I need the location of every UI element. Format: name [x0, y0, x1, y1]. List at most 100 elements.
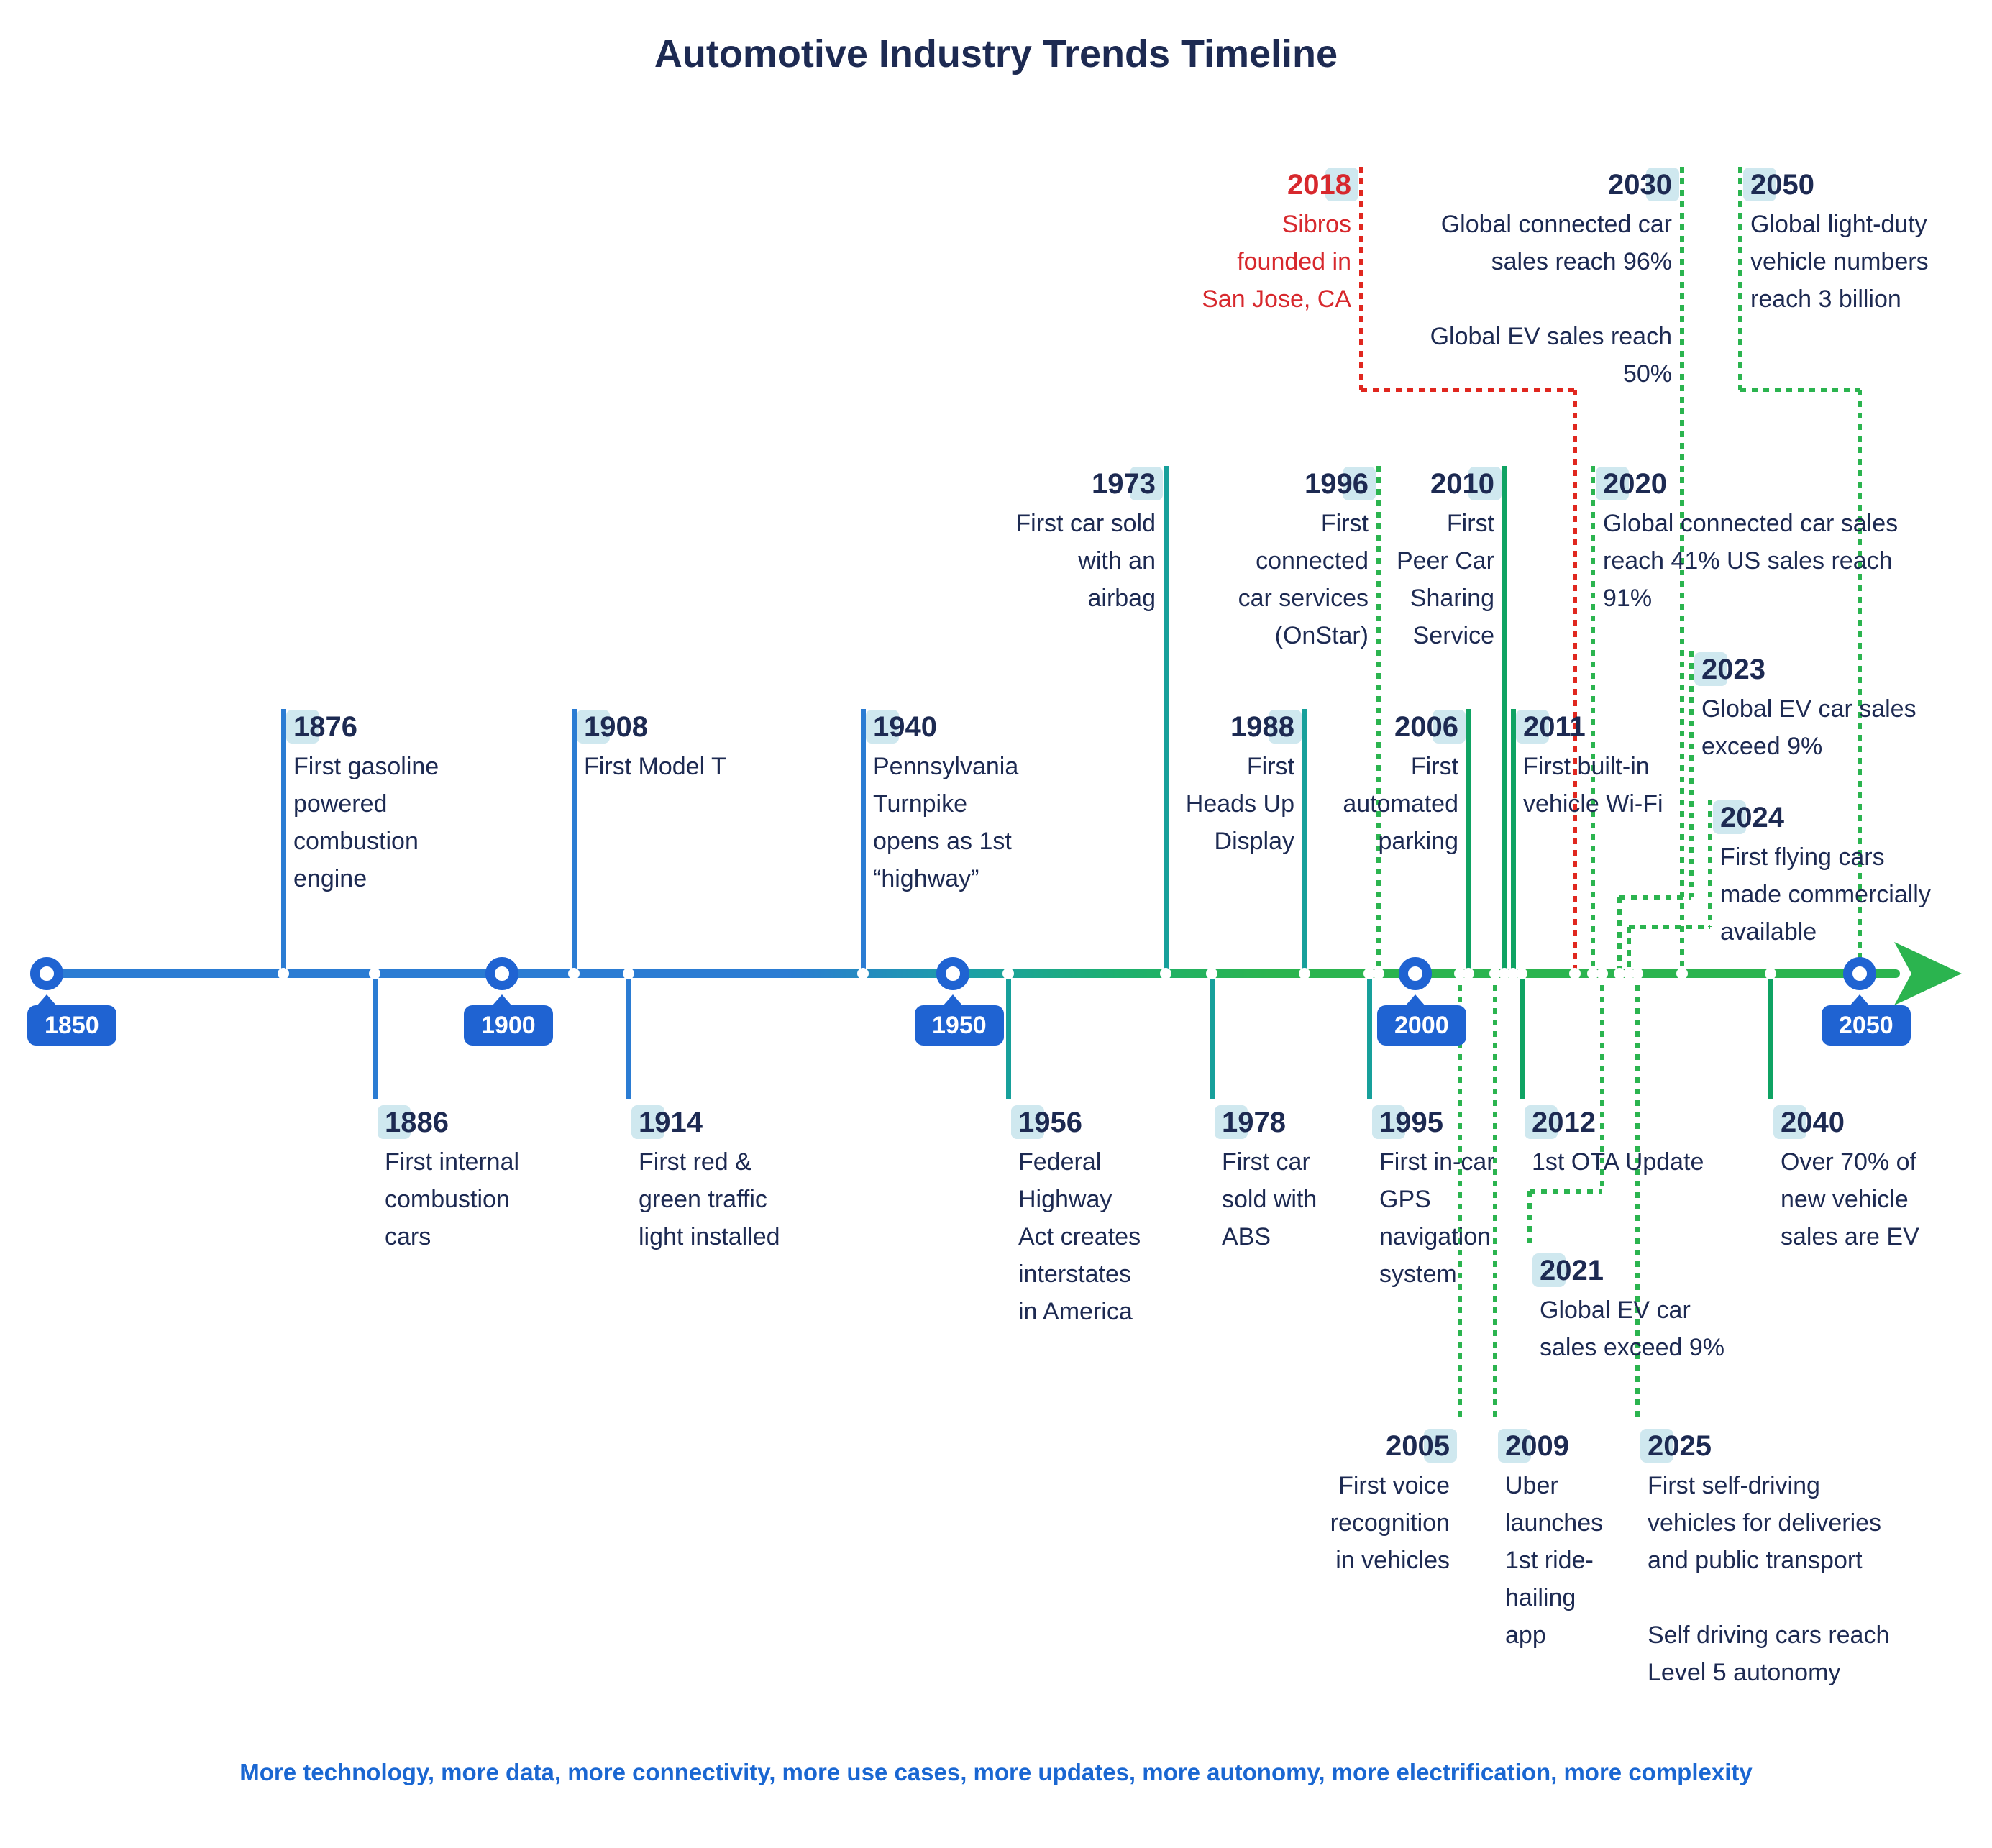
- event-text-line: Sharing: [1410, 585, 1494, 612]
- connector-2050: [1858, 390, 1862, 958]
- connector-2021: [1527, 1191, 1532, 1247]
- event-year-label: 2005: [1386, 1430, 1450, 1462]
- timeline-marker-badge-1850: 1850: [27, 994, 116, 1046]
- year-highlight-chip: [1424, 1429, 1457, 1463]
- event-text-line: Global connected car: [1440, 211, 1672, 238]
- year-highlight-chip: [1433, 710, 1466, 744]
- event-year: 2010: [1430, 466, 1502, 502]
- event-year: 1940: [866, 709, 937, 745]
- connector-2006: [1466, 709, 1471, 974]
- event-year: 2024: [1713, 800, 1784, 836]
- year-highlight-chip: [1773, 1105, 1806, 1139]
- event-year: 2012: [1525, 1104, 1596, 1140]
- event-text-line: reach 41% US sales reach: [1603, 547, 1893, 575]
- event-year-label: 2018: [1287, 169, 1351, 201]
- timeline-marker-ring-2000: [1399, 957, 1432, 990]
- event-text-line: GPS: [1379, 1186, 1431, 1213]
- connector-2023: [1619, 895, 1691, 900]
- event-year-label: 2006: [1394, 711, 1458, 743]
- year-highlight-chip: [866, 710, 899, 744]
- event-year-label: 1956: [1018, 1107, 1082, 1138]
- event-text-line: San Jose, CA: [1202, 285, 1351, 313]
- connector-1886: [373, 974, 378, 1099]
- timeline-marker-ring-1850: [30, 957, 63, 990]
- event-year-label: 1908: [584, 711, 648, 743]
- event-year: 1973: [1092, 466, 1163, 502]
- event-text-line: Global EV sales reach: [1430, 323, 1672, 350]
- event-text-line: Self driving cars reach: [1648, 1621, 1890, 1649]
- timeline-marker-label: 1900: [481, 1012, 536, 1039]
- event-text-line: cars: [385, 1223, 431, 1250]
- event-text-line: Heads Up: [1185, 790, 1294, 818]
- connector-1914: [626, 974, 631, 1099]
- year-highlight-chip: [378, 1105, 411, 1139]
- event-year-label: 1978: [1222, 1107, 1286, 1138]
- connector-1940: [861, 709, 866, 974]
- timeline-arrow-icon: [1894, 942, 1966, 1009]
- event-year: 2006: [1394, 709, 1466, 745]
- event-year-label: 2009: [1505, 1430, 1569, 1462]
- event-text-line: First car: [1222, 1148, 1310, 1176]
- timeline-marker-ring-1900: [485, 957, 518, 990]
- connector-2011: [1511, 709, 1516, 974]
- event-year-label: 1988: [1230, 711, 1294, 743]
- event-text-line: First voice: [1338, 1472, 1450, 1499]
- event-text-line: launches: [1505, 1509, 1604, 1537]
- timeline-junction-dot: [857, 968, 869, 979]
- connector-2024: [1708, 800, 1712, 927]
- year-highlight-chip: [1640, 1429, 1673, 1463]
- event-year-label: 2025: [1648, 1430, 1712, 1462]
- connector-2021: [1530, 1189, 1602, 1194]
- event-text-line: app: [1505, 1621, 1546, 1649]
- event-year-label: 1996: [1305, 468, 1369, 500]
- event-year: 2011: [1516, 709, 1586, 745]
- timeline-marker-label: 2050: [1839, 1012, 1893, 1039]
- event-text-line: Global EV car: [1540, 1296, 1691, 1324]
- event-text-line: ABS: [1222, 1223, 1271, 1250]
- event-text-line: light installed: [639, 1223, 780, 1250]
- event-text-line: Act creates: [1018, 1223, 1141, 1250]
- connector-2018: [1361, 388, 1575, 392]
- connector-2020: [1591, 466, 1595, 974]
- connector-2009: [1493, 974, 1497, 1422]
- event-year-label: 1876: [293, 711, 357, 743]
- event-text-line: First: [1246, 753, 1294, 780]
- event-text-line: First flying cars: [1720, 843, 1885, 871]
- timeline-junction-dot: [568, 968, 580, 979]
- event-text-line: First: [1446, 510, 1494, 537]
- timeline-junction-dot: [369, 968, 380, 979]
- event-year: 2050: [1743, 167, 1814, 203]
- connector-1978: [1210, 974, 1215, 1099]
- event-year: 2020: [1596, 466, 1667, 502]
- page-title: Automotive Industry Trends Timeline: [654, 32, 1338, 76]
- timeline-marker-ring-1950: [936, 957, 969, 990]
- timeline-junction-dot: [623, 968, 634, 979]
- connector-2050: [1738, 167, 1742, 390]
- event-text-line: First car sold: [1015, 510, 1156, 537]
- event-text-line: and public transport: [1648, 1547, 1863, 1574]
- year-highlight-chip: [1215, 1105, 1248, 1139]
- event-text-line: sales exceed 9%: [1540, 1334, 1725, 1361]
- event-text-line: Pennsylvania: [873, 753, 1019, 780]
- event-year-label: 1940: [873, 711, 937, 743]
- event-year-label: 2050: [1750, 169, 1814, 201]
- timeline-marker-label: 1850: [45, 1012, 99, 1039]
- connector-2050: [1740, 388, 1860, 392]
- year-highlight-chip: [1743, 168, 1776, 201]
- event-text-line: 91%: [1603, 585, 1653, 612]
